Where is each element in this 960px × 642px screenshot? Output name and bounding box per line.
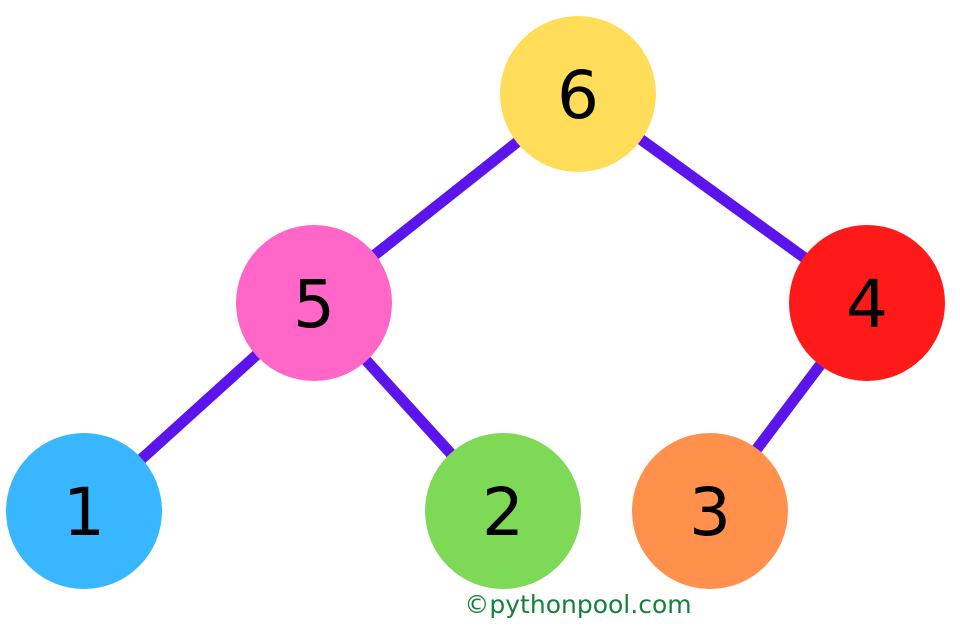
node-label: 3 bbox=[689, 474, 731, 551]
tree-node-6: 6 bbox=[500, 16, 656, 172]
node-label: 4 bbox=[846, 266, 888, 343]
node-circle bbox=[425, 433, 581, 589]
tree-node-1: 1 bbox=[6, 433, 162, 589]
node-circle bbox=[500, 16, 656, 172]
tree-node-5: 5 bbox=[236, 225, 392, 381]
node-label: 6 bbox=[557, 57, 599, 134]
node-circle bbox=[789, 225, 945, 381]
watermark: ©pythonpool.com bbox=[464, 590, 692, 619]
tree-node-2: 2 bbox=[425, 433, 581, 589]
node-label: 5 bbox=[293, 266, 335, 343]
node-circle bbox=[6, 433, 162, 589]
tree-node-3: 3 bbox=[632, 433, 788, 589]
node-label: 2 bbox=[482, 474, 524, 551]
node-label: 1 bbox=[63, 474, 105, 551]
tree-node-4: 4 bbox=[789, 225, 945, 381]
node-circle bbox=[632, 433, 788, 589]
node-circle bbox=[236, 225, 392, 381]
